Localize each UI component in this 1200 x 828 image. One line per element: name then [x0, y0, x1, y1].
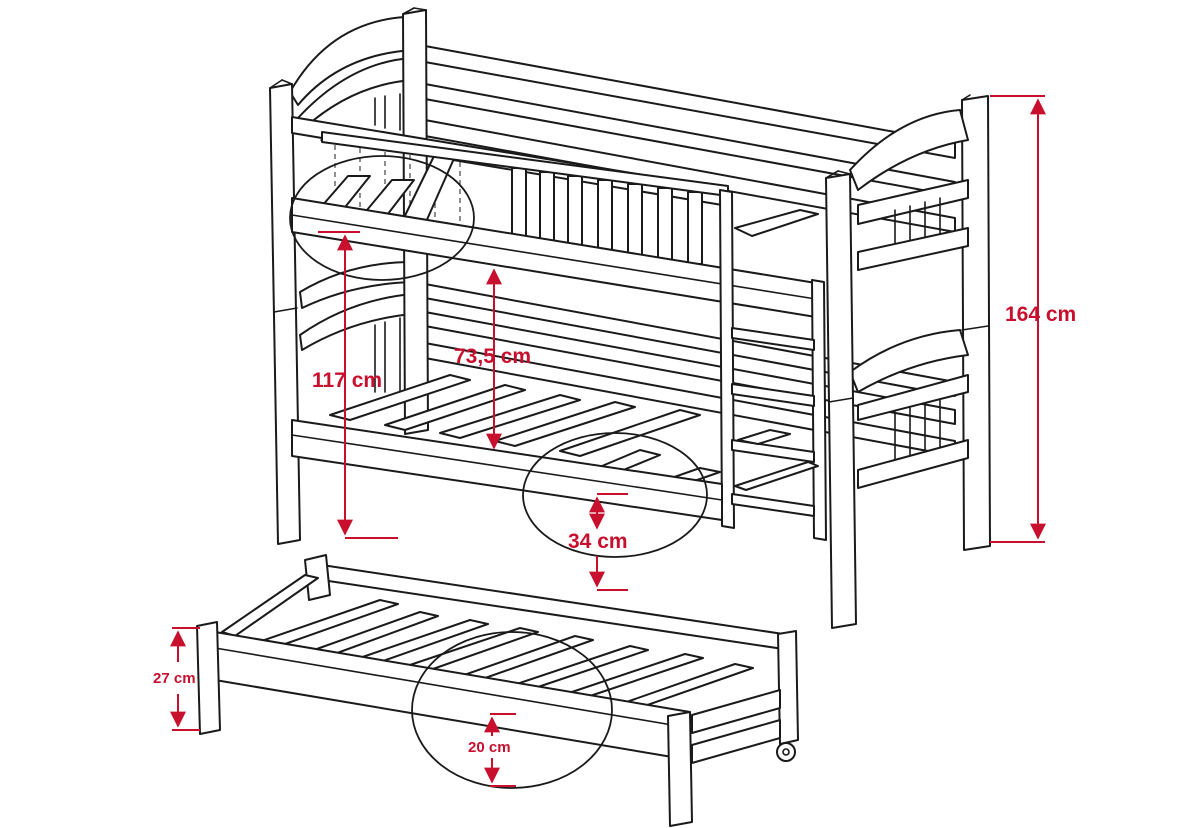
trundle-drawer: [196, 554, 799, 827]
lower-slat-detail-circle: [522, 432, 708, 558]
back-right-post: [961, 94, 991, 551]
detail-circles: [289, 155, 708, 789]
left-headboard-lower: [299, 261, 413, 393]
left-headboard-upper: [289, 16, 413, 133]
lower-bed-to-floor-label: 117 cm: [312, 369, 383, 392]
ladder: [719, 189, 827, 541]
trundle-height-label: 27 cm: [153, 670, 196, 687]
between-beds-label: 73,5 cm: [454, 345, 532, 368]
trundle-slat-gap-label: 20 cm: [468, 739, 511, 756]
upper-slat-detail-circle: [289, 155, 475, 281]
trundle-slat-detail-circle: [411, 631, 613, 789]
lower-slat-gap-label: 34 cm: [568, 530, 628, 553]
right-footboard: [825, 109, 969, 629]
total-height-label: 164 cm: [1005, 303, 1077, 326]
dimension-lines: [170, 95, 1046, 787]
